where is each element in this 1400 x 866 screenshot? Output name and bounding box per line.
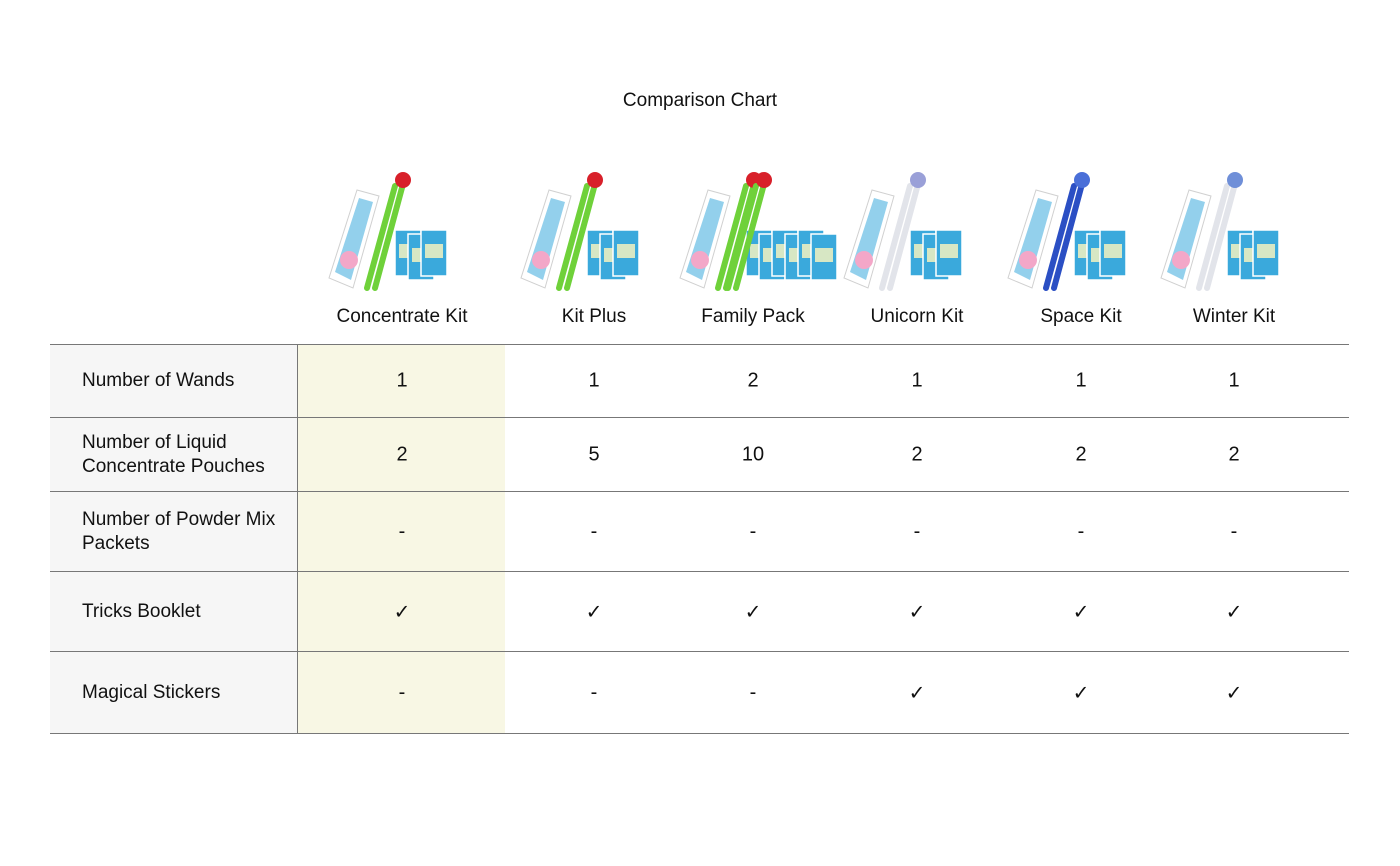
table-row: Number of Wands 1 1 2 1 1 1 bbox=[50, 344, 1349, 417]
value-cell: - bbox=[749, 520, 757, 542]
checkmark-cell: ✓ bbox=[393, 601, 411, 623]
table-row: Tricks Booklet ✓ ✓ ✓ ✓ ✓ ✓ bbox=[50, 571, 1349, 651]
product-image bbox=[679, 172, 838, 291]
row-label: Number of Wands bbox=[82, 370, 235, 391]
value-cell: - bbox=[1077, 520, 1085, 542]
value-cell: 2 bbox=[747, 369, 759, 392]
checkmark-cell: ✓ bbox=[908, 601, 926, 623]
wand bbox=[887, 181, 921, 291]
product-column-1: Kit Plus bbox=[509, 160, 679, 340]
value-cell: 1 bbox=[1228, 369, 1240, 392]
value-cell: - bbox=[398, 681, 406, 703]
wand-tip bbox=[910, 172, 926, 188]
checkmark-cell: ✓ bbox=[908, 682, 926, 704]
value-cell: 2 bbox=[1075, 443, 1087, 465]
product-column-4: Space Kit bbox=[996, 160, 1166, 340]
value-cell: 10 bbox=[741, 443, 765, 465]
wand bbox=[372, 181, 406, 291]
product-name: Family Pack bbox=[701, 306, 805, 327]
value-cell: 1 bbox=[911, 369, 923, 392]
product-image bbox=[1160, 172, 1280, 291]
checkmark-cell: ✓ bbox=[1225, 601, 1243, 623]
value-cell: 1 bbox=[396, 369, 408, 392]
value-cell: - bbox=[1230, 520, 1238, 542]
product-image bbox=[843, 172, 963, 291]
wand-tip bbox=[1074, 172, 1090, 188]
product-name: Space Kit bbox=[1040, 306, 1122, 327]
product-column-0: Concentrate Kit bbox=[317, 160, 487, 340]
wand bbox=[1204, 181, 1238, 291]
product-column-2: Family Pack bbox=[668, 160, 838, 340]
table-row: Magical Stickers - - - ✓ ✓ ✓ bbox=[50, 651, 1349, 734]
wand-tip bbox=[1227, 172, 1243, 188]
product-column-3: Unicorn Kit bbox=[832, 160, 1002, 340]
value-cell: 2 bbox=[1228, 443, 1240, 465]
value-cell: 1 bbox=[1075, 369, 1087, 392]
row-label: Number of Liquid Concentrate Pouches bbox=[82, 431, 265, 477]
wand-tip bbox=[756, 172, 772, 188]
page-title: Comparison Chart bbox=[622, 90, 778, 111]
table-row: Number of Powder Mix Packets - - - - - - bbox=[50, 491, 1349, 571]
row-label: Magical Stickers bbox=[82, 681, 221, 703]
checkmark-cell: ✓ bbox=[585, 601, 603, 623]
value-cell: - bbox=[913, 520, 921, 542]
product-image bbox=[1007, 172, 1127, 291]
value-cell: - bbox=[590, 681, 598, 703]
wand-tip bbox=[395, 172, 411, 188]
checkmark-cell: ✓ bbox=[744, 601, 762, 623]
value-cell: - bbox=[398, 520, 406, 542]
row-label: Tricks Booklet bbox=[82, 600, 201, 622]
wand bbox=[733, 181, 767, 291]
value-cell: - bbox=[749, 681, 757, 703]
wand bbox=[1051, 181, 1085, 291]
row-label: Number of Powder Mix Packets bbox=[82, 508, 276, 554]
value-cell: 2 bbox=[911, 443, 923, 465]
value-cell: 5 bbox=[588, 443, 600, 465]
checkmark-cell: ✓ bbox=[1072, 601, 1090, 623]
value-cell: - bbox=[590, 520, 598, 542]
value-cell: 1 bbox=[588, 369, 600, 392]
value-cell: 2 bbox=[396, 443, 408, 465]
product-name: Kit Plus bbox=[561, 306, 627, 327]
wand bbox=[564, 181, 598, 291]
product-name: Unicorn Kit bbox=[870, 306, 964, 327]
product-name: Concentrate Kit bbox=[336, 306, 468, 327]
checkmark-cell: ✓ bbox=[1072, 682, 1090, 704]
highlight-column bbox=[298, 344, 505, 734]
product-name: Winter Kit bbox=[1192, 306, 1276, 327]
product-image bbox=[520, 172, 640, 291]
table-row: Number of Liquid Concentrate Pouches 2 5 10… bbox=[50, 417, 1349, 491]
wand-tip bbox=[587, 172, 603, 188]
checkmark-cell: ✓ bbox=[1225, 682, 1243, 704]
product-column-5: Winter Kit bbox=[1149, 160, 1319, 340]
label-column bbox=[50, 344, 298, 734]
product-image bbox=[328, 172, 448, 291]
